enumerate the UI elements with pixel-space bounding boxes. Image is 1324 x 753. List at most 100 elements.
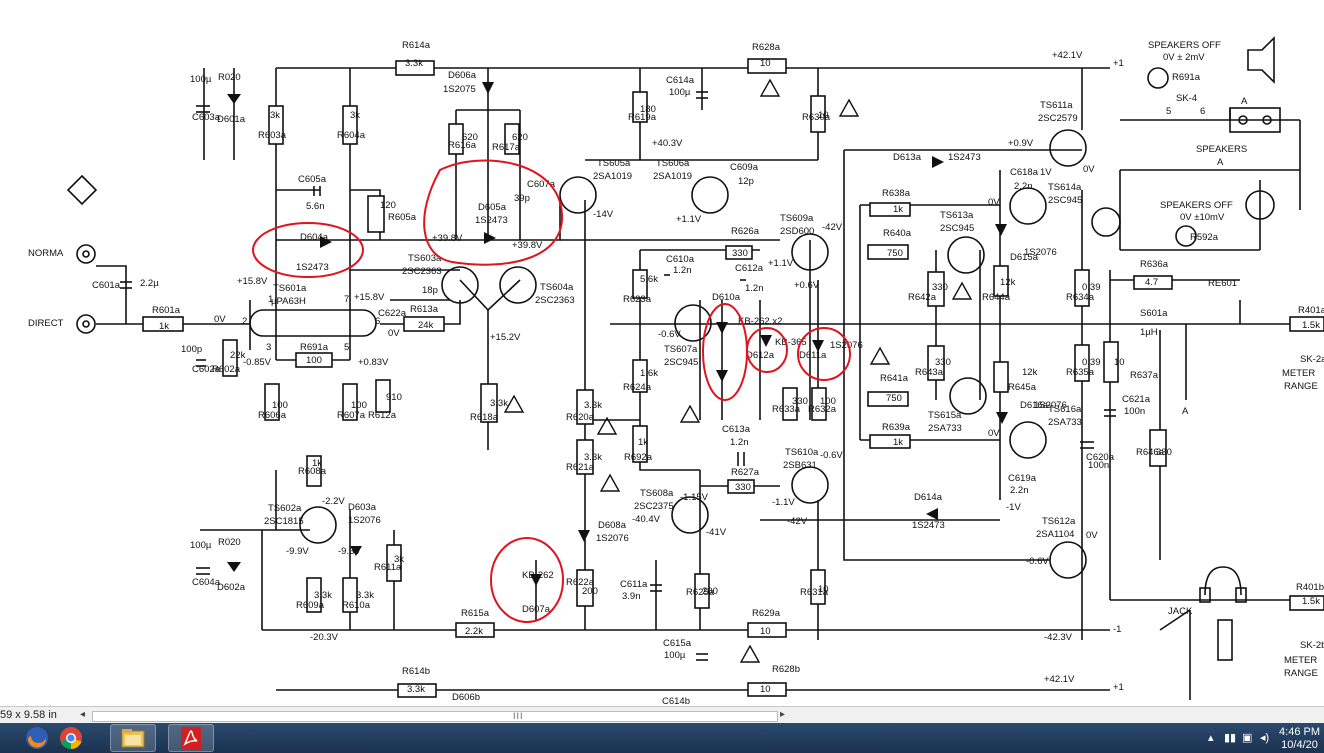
component-label: A (1182, 406, 1189, 417)
component-label: 1 (268, 294, 273, 305)
component-label: 1k (893, 437, 903, 448)
component-label: 1.2n (745, 283, 764, 294)
component-label: 100 (306, 355, 322, 366)
component-label: 1S2076 (830, 340, 863, 351)
component-label: 1S2076 (348, 515, 381, 526)
component-label: TS602a (268, 503, 302, 514)
component-label: R622a (566, 577, 595, 588)
component-label: D601a (217, 114, 246, 125)
component-label: RANGE (1284, 381, 1318, 392)
component-label: R617a (492, 142, 521, 153)
component-label: TS616a (1048, 404, 1082, 415)
component-label: 1.2n (730, 437, 749, 448)
component-label: R401b (1296, 582, 1324, 593)
component-label: C614b (662, 696, 690, 706)
horizontal-scrollbar[interactable]: III (92, 711, 778, 722)
component-label: R646a (1136, 447, 1165, 458)
component-label: C614a (666, 75, 695, 86)
component-label: 330 (735, 482, 751, 493)
component-label: D611a (799, 350, 827, 361)
component-label: 100n (1088, 460, 1109, 471)
volume-icon[interactable]: ◂) (1260, 732, 1270, 744)
component-label: R020 (218, 537, 241, 548)
component-label: 1k (893, 204, 903, 215)
component-label: 0V (1086, 530, 1098, 541)
component-label: R592a (1190, 232, 1219, 243)
component-label: A (1217, 157, 1224, 168)
component-label: R644a (982, 292, 1011, 303)
scroll-right-button[interactable]: ▸ (780, 709, 786, 720)
component-label: +0.6V (794, 280, 820, 291)
component-label: 100p (181, 344, 202, 355)
taskbar-acrobat[interactable] (168, 724, 214, 752)
component-label: 12p (738, 176, 754, 187)
component-label: 10 (1114, 357, 1125, 368)
component-label: R642a (908, 292, 937, 303)
component-label: TS610a (785, 447, 819, 458)
power-icon[interactable]: ▣ (1242, 732, 1253, 744)
component-label: R628b (772, 664, 800, 675)
component-label: 12k (1022, 367, 1038, 378)
component-label: R608a (298, 466, 327, 477)
component-label: 0V (388, 328, 400, 339)
component-label: C607a (527, 179, 556, 190)
scrollbar-grip[interactable]: III (513, 711, 524, 721)
component-label: 0V (988, 197, 1000, 208)
network-icon[interactable]: ▮▮ (1224, 732, 1237, 744)
component-label: C611a (620, 579, 648, 590)
component-label: TS613a (940, 210, 974, 221)
component-label: 100 (820, 396, 836, 407)
component-label: R626a (731, 226, 760, 237)
component-label: R620a (566, 412, 595, 423)
component-label: 2SA733 (928, 423, 962, 434)
component-label: 0V (214, 314, 226, 325)
component-label: R614b (402, 666, 430, 677)
component-label: TS611a (1040, 100, 1073, 111)
component-label: C605a (298, 174, 327, 185)
component-label: 5 (344, 342, 349, 353)
component-label: TS606a (656, 158, 690, 169)
taskbar-firefox[interactable] (14, 724, 60, 752)
component-label: R607a (337, 410, 366, 421)
component-label: 18p (422, 285, 438, 296)
clock[interactable]: 4:46 PM 10/4/20 (1279, 726, 1320, 752)
component-label: -2.2V (322, 496, 345, 507)
annotation-circle-d605a (423, 159, 564, 266)
chrome-icon (60, 727, 82, 750)
component-label: DIRECT (28, 318, 64, 329)
taskbar-chrome[interactable] (48, 724, 94, 752)
component-label: 3.3k (584, 452, 602, 463)
taskbar-file-explorer[interactable] (110, 724, 156, 752)
scroll-left-button[interactable]: ◂ (80, 709, 86, 720)
component-label: 100 (351, 400, 367, 411)
component-label: +1 (1113, 682, 1124, 693)
component-label: C615a (663, 638, 692, 649)
component-label: C618a (1010, 167, 1039, 178)
component-label: 1k (159, 321, 169, 332)
component-label: -0.6V (1026, 556, 1049, 567)
component-label: 620 (512, 132, 528, 143)
component-label: 2.2n (1014, 181, 1033, 192)
component-label: C613a (722, 424, 751, 435)
component-label: +15.2V (490, 332, 521, 343)
component-label: 3.3k (407, 684, 425, 695)
component-label: SK-2a (1300, 354, 1324, 365)
component-label: 100n (1124, 406, 1145, 417)
component-label: R621a (566, 462, 595, 473)
component-label: R603a (258, 130, 287, 141)
component-label: R645a (1008, 382, 1037, 393)
component-label: R616a (448, 140, 477, 151)
component-label: 1S2473 (948, 152, 981, 163)
transistors (249, 129, 1087, 579)
component-label: R020 (218, 72, 241, 83)
component-label: 2SA1104 (1036, 529, 1074, 540)
component-label: -0.6V (820, 450, 843, 461)
component-label: D602a (217, 582, 246, 593)
component-label: SPEAKERS (1196, 144, 1247, 155)
clock-time: 4:46 PM (1279, 726, 1320, 738)
component-label: +40.3V (652, 138, 683, 149)
component-label: D612a (746, 350, 775, 361)
tray-expand-icon[interactable]: ▴ (1208, 732, 1214, 744)
component-label: JACK (1168, 606, 1193, 617)
